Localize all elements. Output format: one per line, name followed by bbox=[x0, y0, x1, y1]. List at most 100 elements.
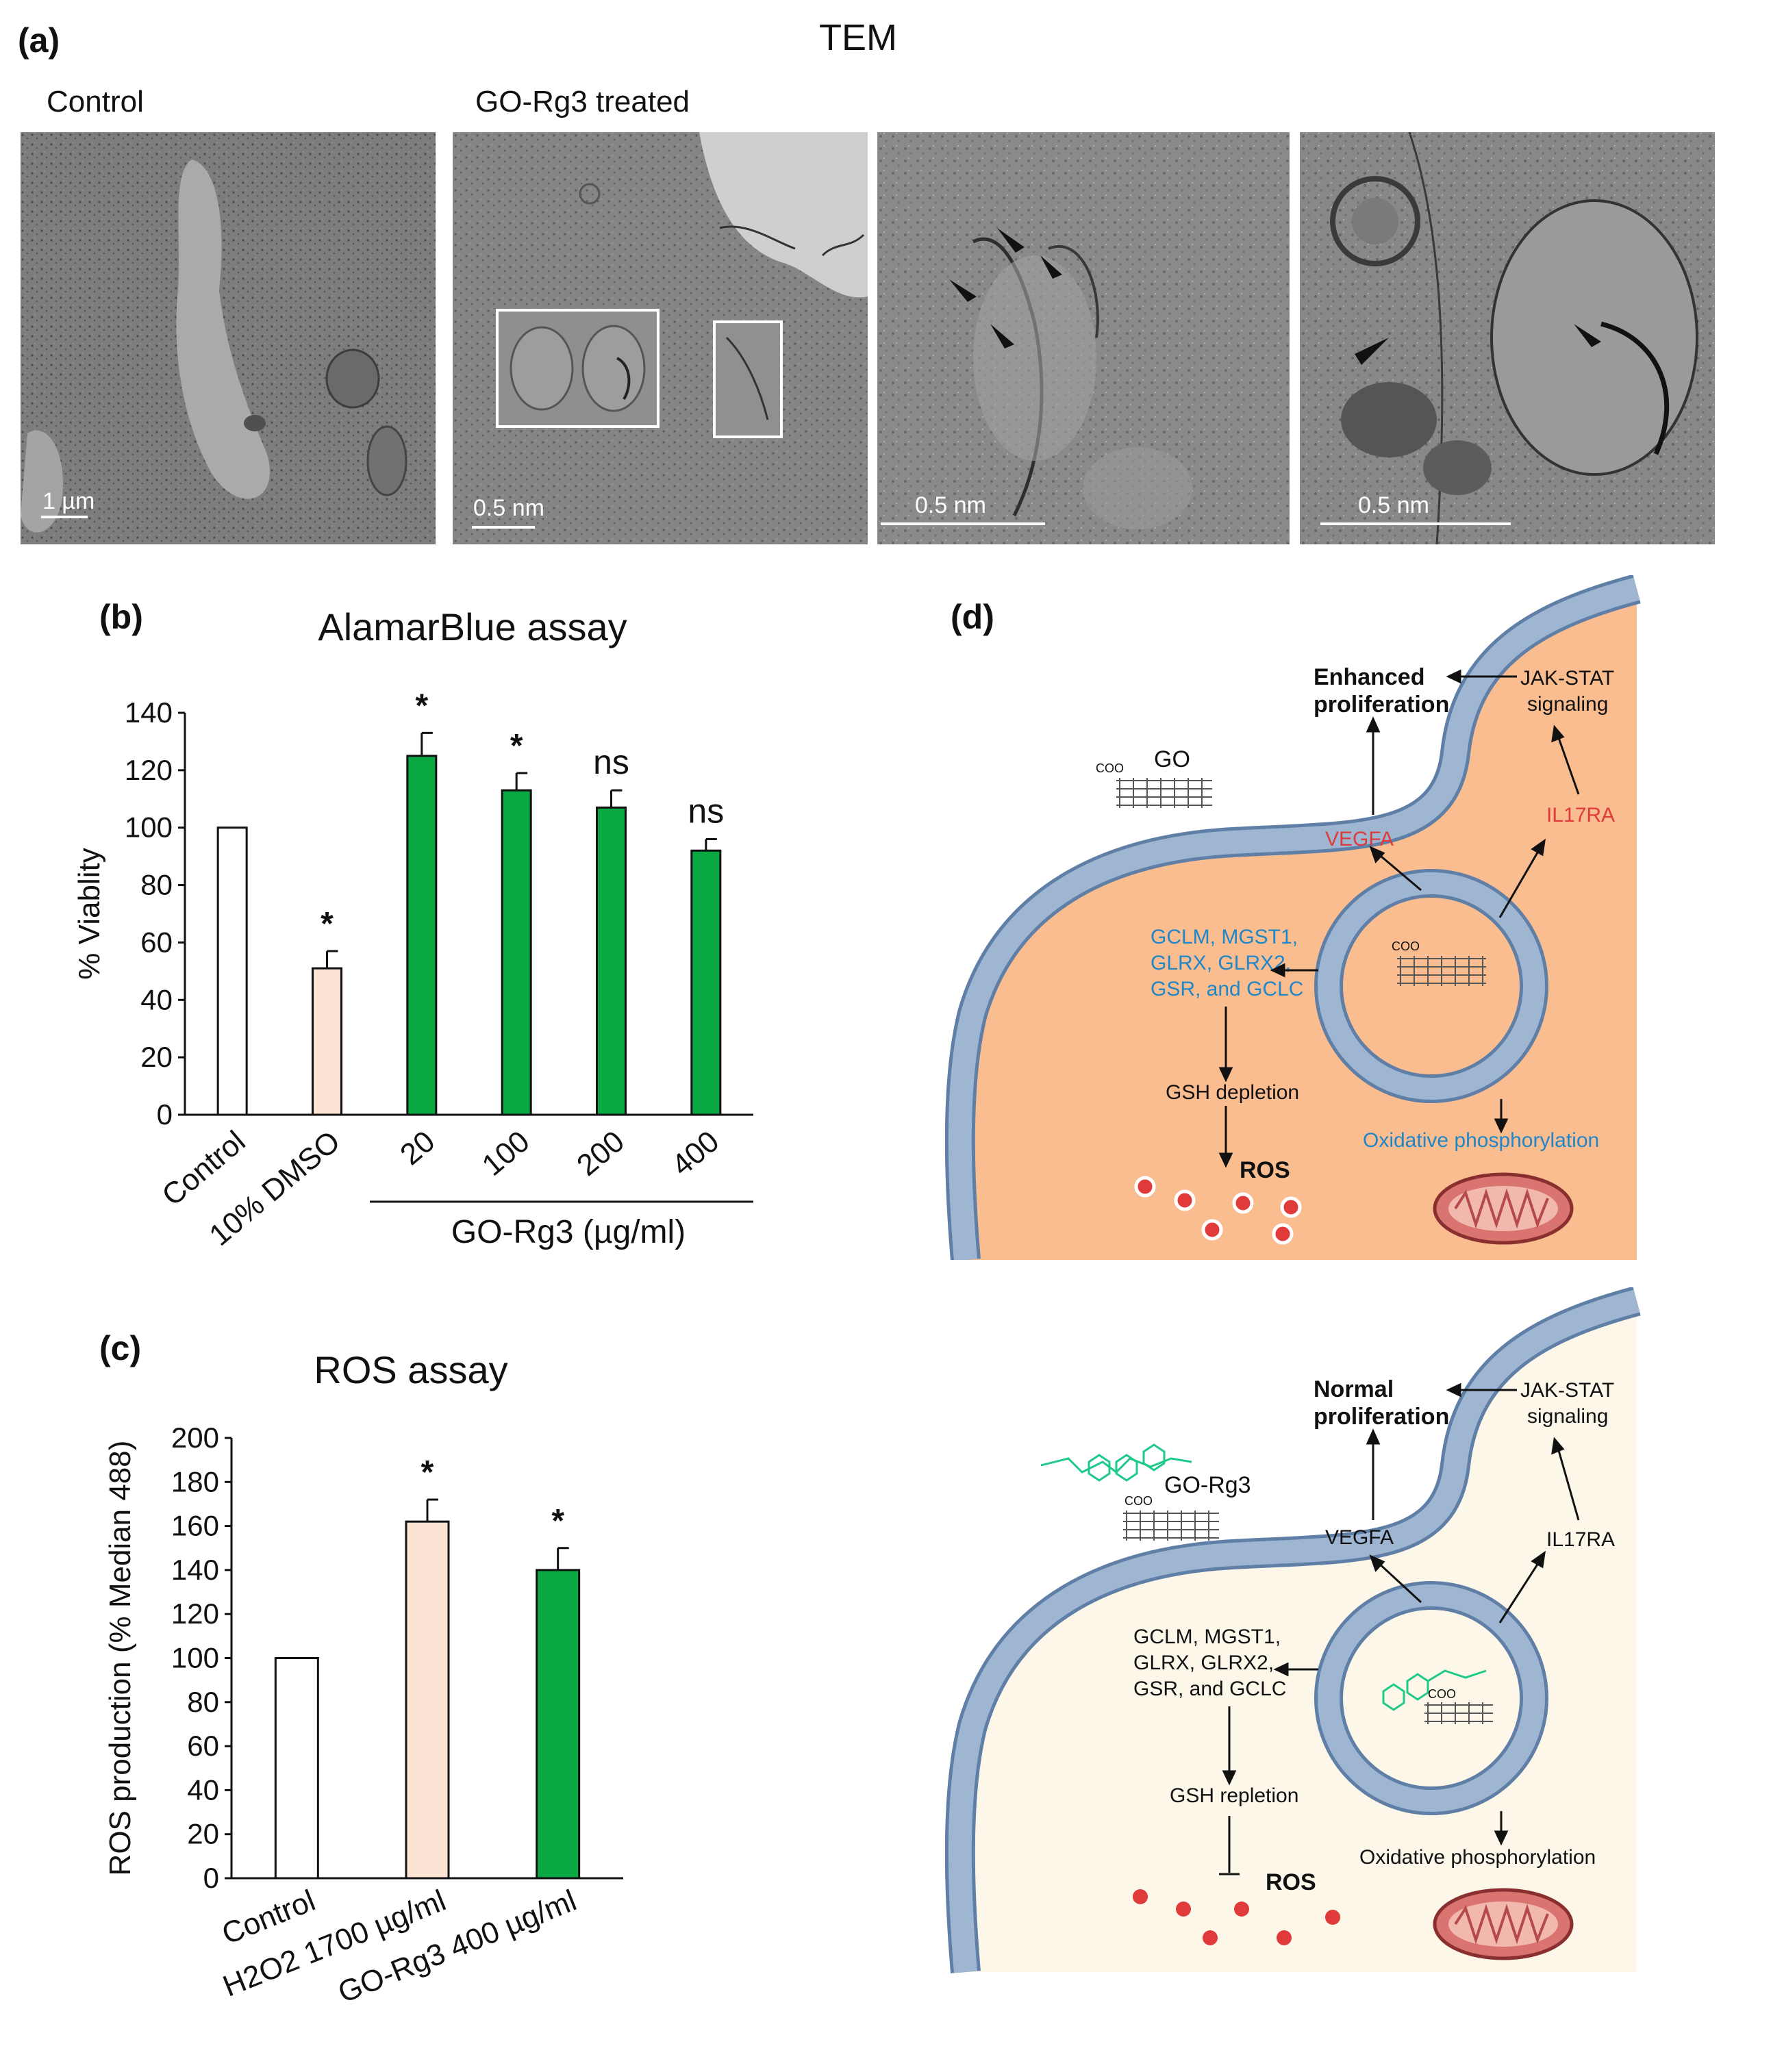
bar bbox=[406, 755, 438, 1116]
go-rg3-icon bbox=[1040, 1443, 1219, 1541]
x-category-label: 100 bbox=[476, 1124, 536, 1183]
y-tick-label: 20 bbox=[187, 1818, 219, 1850]
y-tick-label: 80 bbox=[187, 1686, 219, 1718]
y-tick-label: 100 bbox=[125, 811, 173, 844]
gsh-label: GSH depletion bbox=[1166, 1081, 1299, 1104]
jak-label-1: JAK-STAT bbox=[1520, 667, 1614, 690]
panel-c-label: (c) bbox=[99, 1329, 142, 1367]
go-sheet-in-vesicle bbox=[1397, 956, 1486, 986]
jak-label-2-bottom: signaling bbox=[1527, 1405, 1608, 1428]
ros-dots-top bbox=[1134, 1176, 1302, 1245]
y-tick-label: 0 bbox=[203, 1862, 219, 1894]
genes-label-2-bottom: GLRX, GLRX2, bbox=[1133, 1652, 1274, 1674]
significance-label: * bbox=[551, 1503, 564, 1539]
bar bbox=[536, 1569, 581, 1880]
mitochondrion-icon-bottom bbox=[1433, 1888, 1574, 1960]
prolif-label-1-bottom: Normal bbox=[1314, 1376, 1394, 1402]
y-tick-label: 120 bbox=[125, 754, 173, 786]
go-sheet-icon bbox=[1116, 778, 1212, 808]
mitochondrion-icon-top bbox=[1433, 1172, 1574, 1245]
chart-alamarblue: AlamarBlue assay % Viablity 0 20 40 60 80 100… bbox=[73, 605, 753, 1252]
il17ra-label: IL17RA bbox=[1546, 804, 1615, 826]
tem-image-control: 1 µm bbox=[21, 132, 436, 544]
oxphos-label-bottom: Oxidative phosphorylation bbox=[1359, 1846, 1596, 1869]
tem-image-zoom-2: 0.5 nm bbox=[1300, 132, 1715, 544]
vegfa-label-bottom: VEGFA bbox=[1325, 1526, 1394, 1549]
bar bbox=[274, 1657, 319, 1880]
prolif-label-2-bottom: proliferation bbox=[1314, 1404, 1449, 1430]
y-tick-label: 0 bbox=[157, 1098, 173, 1130]
genes-label-1: GCLM, MGST1, bbox=[1151, 926, 1298, 948]
x-category-label: 20 bbox=[394, 1124, 441, 1172]
y-tick-label: 140 bbox=[171, 1554, 219, 1586]
y-tick-label: 20 bbox=[140, 1041, 173, 1073]
jak-label-2: signaling bbox=[1527, 693, 1608, 716]
gsh-label-bottom: GSH repletion bbox=[1170, 1784, 1298, 1807]
significance-label: * bbox=[510, 728, 523, 764]
ros-label-bottom: ROS bbox=[1266, 1869, 1316, 1895]
significance-label: * bbox=[415, 687, 428, 724]
bar bbox=[690, 849, 722, 1116]
y-tick-label: 60 bbox=[187, 1730, 219, 1762]
coo-label-outside-bottom: COO bbox=[1125, 1494, 1153, 1508]
y-tick-label: 140 bbox=[125, 696, 173, 729]
x-category-label: 400 bbox=[666, 1124, 726, 1183]
chart-c-title: ROS assay bbox=[314, 1348, 507, 1391]
vegfa-label: VEGFA bbox=[1325, 828, 1394, 850]
go-rg3-in-vesicle bbox=[1382, 1669, 1493, 1724]
oxphos-label: Oxidative phosphorylation bbox=[1363, 1129, 1599, 1152]
significance-label: * bbox=[321, 906, 334, 942]
jak-label-1-bottom: JAK-STAT bbox=[1520, 1379, 1614, 1402]
chart-c-ylabel: ROS production (% Median 488) bbox=[103, 1441, 137, 1876]
bar bbox=[501, 789, 532, 1116]
diagram-go-rg3-cell: GO-Rg3 COO COO Normal proliferation JAK-… bbox=[945, 1287, 1641, 1973]
panel-a-title: TEM bbox=[819, 17, 897, 58]
y-tick-label: 120 bbox=[171, 1597, 219, 1630]
chart-ros: ROS assay ROS production (% Median 488) … bbox=[103, 1348, 623, 2010]
y-tick-label: 40 bbox=[140, 983, 173, 1015]
chart-b-title: AlamarBlue assay bbox=[318, 605, 627, 648]
bar bbox=[312, 967, 342, 1116]
ros-label: ROS bbox=[1240, 1157, 1290, 1183]
go-rg3-label: GO-Rg3 bbox=[1164, 1472, 1251, 1498]
genes-label-2: GLRX, GLRX2, bbox=[1151, 952, 1291, 974]
chart-b-group-label: GO-Rg3 (µg/ml) bbox=[451, 1214, 686, 1250]
tem-image-treated-overview: 0.5 nm bbox=[453, 132, 868, 544]
scalebar-4: 0.5 nm bbox=[1358, 492, 1429, 518]
control-label: Control bbox=[47, 85, 144, 118]
y-tick-label: 40 bbox=[187, 1773, 219, 1806]
prolif-label-1: Enhanced bbox=[1314, 664, 1424, 690]
cell-cytoplasm-top bbox=[959, 589, 1637, 1260]
prolif-label-2: proliferation bbox=[1314, 692, 1449, 718]
y-tick-label: 100 bbox=[171, 1642, 219, 1674]
scalebar-1: 1 µm bbox=[42, 488, 95, 514]
treated-label: GO-Rg3 treated bbox=[475, 85, 690, 118]
go-label: GO bbox=[1154, 746, 1190, 772]
panel-b-label: (b) bbox=[99, 598, 143, 636]
scalebar-2: 0.5 nm bbox=[473, 495, 544, 521]
y-tick-label: 160 bbox=[171, 1510, 219, 1542]
y-tick-label: 180 bbox=[171, 1465, 219, 1498]
genes-label-3: GSR, and GCLC bbox=[1151, 978, 1303, 1000]
significance-label: ns bbox=[593, 743, 629, 781]
scalebar-3: 0.5 nm bbox=[915, 492, 986, 518]
y-tick-label: 200 bbox=[171, 1422, 219, 1454]
genes-label-1-bottom: GCLM, MGST1, bbox=[1133, 1626, 1281, 1648]
genes-label-3-bottom: GSR, and GCLC bbox=[1133, 1678, 1286, 1700]
y-tick-label: 80 bbox=[140, 869, 173, 901]
il17ra-label-bottom: IL17RA bbox=[1546, 1528, 1615, 1551]
y-tick-label: 60 bbox=[140, 926, 173, 958]
bar bbox=[216, 826, 248, 1116]
ros-dots-bottom bbox=[1133, 1889, 1340, 1945]
coo-label-outside: COO bbox=[1096, 761, 1124, 775]
x-category-label: H2O2 1700 µg/ml bbox=[218, 1884, 451, 2004]
coo-label-vesicle-bottom: COO bbox=[1428, 1687, 1456, 1701]
tem-image-zoom-1: 0.5 nm bbox=[877, 132, 1290, 544]
significance-label: ns bbox=[688, 792, 724, 830]
x-category-label: 200 bbox=[570, 1124, 631, 1183]
chart-b-ylabel: % Viablity bbox=[73, 848, 106, 979]
bar bbox=[405, 1520, 450, 1880]
diagram-go-cell: GO COO COO Enhanced proliferation JAK-ST… bbox=[945, 575, 1641, 1260]
bar bbox=[596, 806, 627, 1116]
coo-label-vesicle: COO bbox=[1392, 939, 1420, 953]
